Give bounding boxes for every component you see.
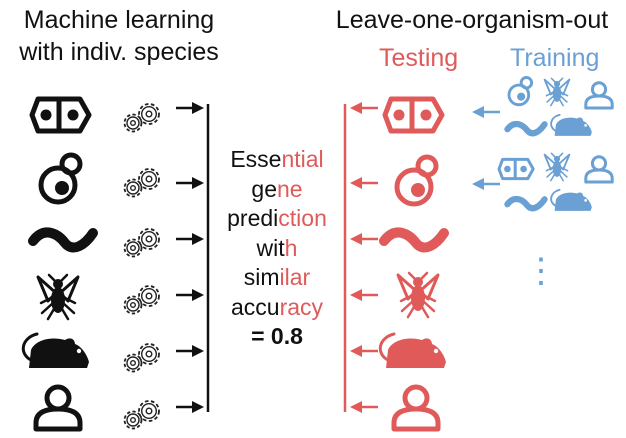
testing-fly-icon: [396, 271, 440, 319]
training-fly-icon: [543, 77, 571, 107]
caption-segment: ne: [277, 175, 303, 202]
training-human-icon: [584, 155, 614, 184]
arrow-right-icon: [174, 343, 206, 359]
arrow-left-icon: [348, 399, 380, 415]
right-title: Leave-one-organism-out: [335, 6, 609, 34]
yeast-icon: [41, 155, 80, 202]
arrow-right-icon: [174, 399, 206, 415]
training-arrow-icon: [470, 104, 502, 120]
caption-line: similar: [208, 263, 346, 293]
testing-mouse-icon: [378, 332, 448, 370]
mouse-icon: [21, 332, 91, 370]
training-fly-icon: [543, 152, 571, 182]
training-cluster-1: [507, 76, 614, 137]
training-ellipsis: ⋮: [524, 252, 558, 290]
human-icon: [36, 387, 80, 429]
caption-segment: accu: [230, 293, 280, 320]
training-bacterium-icon: [497, 157, 535, 181]
gears-icon: [123, 400, 160, 430]
caption-segment: wit: [256, 234, 285, 261]
arrow-right-icon: [174, 100, 206, 116]
training-yeast-icon: [507, 76, 534, 107]
caption-segment: sim: [243, 264, 280, 290]
gears-icon: [123, 168, 160, 198]
caption-segment: racy: [279, 293, 324, 320]
caption-line: accuracy: [208, 293, 346, 323]
arrow-right-icon: [174, 231, 206, 247]
testing-human-icon: [394, 387, 438, 429]
arrow-right-icon: [174, 175, 206, 191]
left-title: Machine learning with indiv. species: [6, 4, 232, 68]
arrow-left-icon: [348, 287, 380, 303]
caption-segment: Esse: [230, 146, 282, 172]
fly-icon: [36, 273, 80, 321]
training-human-icon: [584, 81, 614, 110]
caption-line: = 0.8: [208, 322, 346, 352]
training-arrow-icon: [470, 176, 502, 192]
caption-segment: predi: [227, 205, 279, 231]
arrow-left-icon: [348, 175, 380, 191]
arrow-left-icon: [348, 343, 380, 359]
testing-header: Testing: [379, 44, 459, 72]
caption-line: prediction: [208, 204, 346, 234]
testing-yeast-icon: [397, 157, 436, 204]
gears-icon: [123, 103, 160, 133]
caption-segment: = 0.8: [251, 323, 303, 349]
arrow-left-icon: [348, 231, 380, 247]
gears-icon: [123, 285, 160, 315]
left-title-line2: with indiv. species: [19, 38, 219, 66]
training-worm-icon: [507, 124, 544, 133]
testing-bacterium-icon: [385, 99, 442, 131]
left-title-line1: Machine learning: [23, 6, 215, 34]
worm-icon: [33, 232, 93, 247]
caption-line: with: [208, 234, 346, 264]
gears-icon: [123, 343, 160, 373]
training-header: Training: [510, 44, 600, 72]
caption-line: Essential: [208, 145, 346, 175]
training-cluster-2: [497, 152, 614, 212]
caption-segment: ilar: [279, 264, 311, 290]
caption-segment: ge: [251, 175, 277, 202]
bacterium-icon: [32, 99, 89, 131]
training-mouse-icon: [550, 188, 593, 212]
gears-icon: [123, 228, 160, 258]
testing-worm-icon: [384, 232, 444, 247]
arrow-left-icon: [348, 100, 380, 116]
caption-line: gene: [208, 175, 346, 205]
caption-segment: h: [284, 234, 298, 261]
caption-segment: ntial: [281, 146, 324, 172]
caption-segment: ction: [278, 205, 327, 231]
arrow-right-icon: [174, 287, 206, 303]
training-worm-icon: [507, 199, 544, 208]
training-mouse-icon: [550, 113, 593, 137]
